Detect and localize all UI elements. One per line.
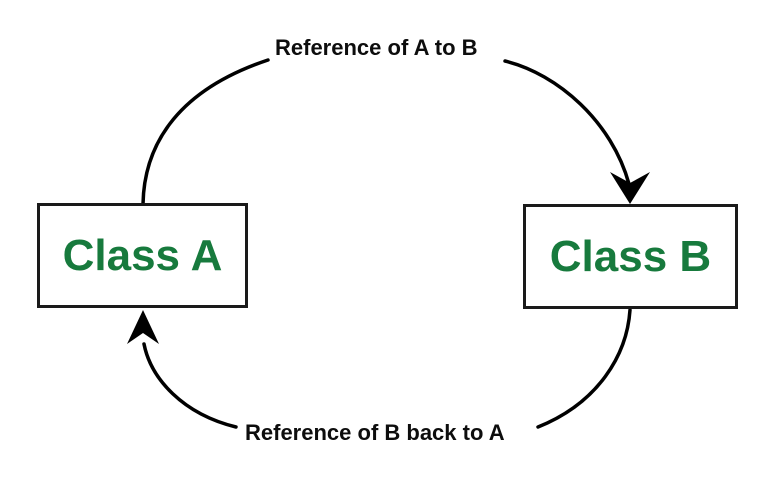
class-a-box: Class A xyxy=(37,203,248,308)
arrowhead-into-class-b xyxy=(610,172,650,204)
arc-top-right xyxy=(503,59,631,186)
class-b-box: Class B xyxy=(523,204,738,309)
class-a-label: Class A xyxy=(62,230,223,280)
class-b-label: Class B xyxy=(549,231,712,281)
arc-bottom-left xyxy=(142,342,238,429)
arc-bottom-right xyxy=(536,308,632,429)
arc-top-left xyxy=(141,58,270,206)
edge-label-a-to-b: Reference of A to B xyxy=(275,35,478,60)
edge-label-b-back-to-a: Reference of B back to A xyxy=(245,420,505,445)
arrowhead-into-class-a xyxy=(127,310,159,344)
